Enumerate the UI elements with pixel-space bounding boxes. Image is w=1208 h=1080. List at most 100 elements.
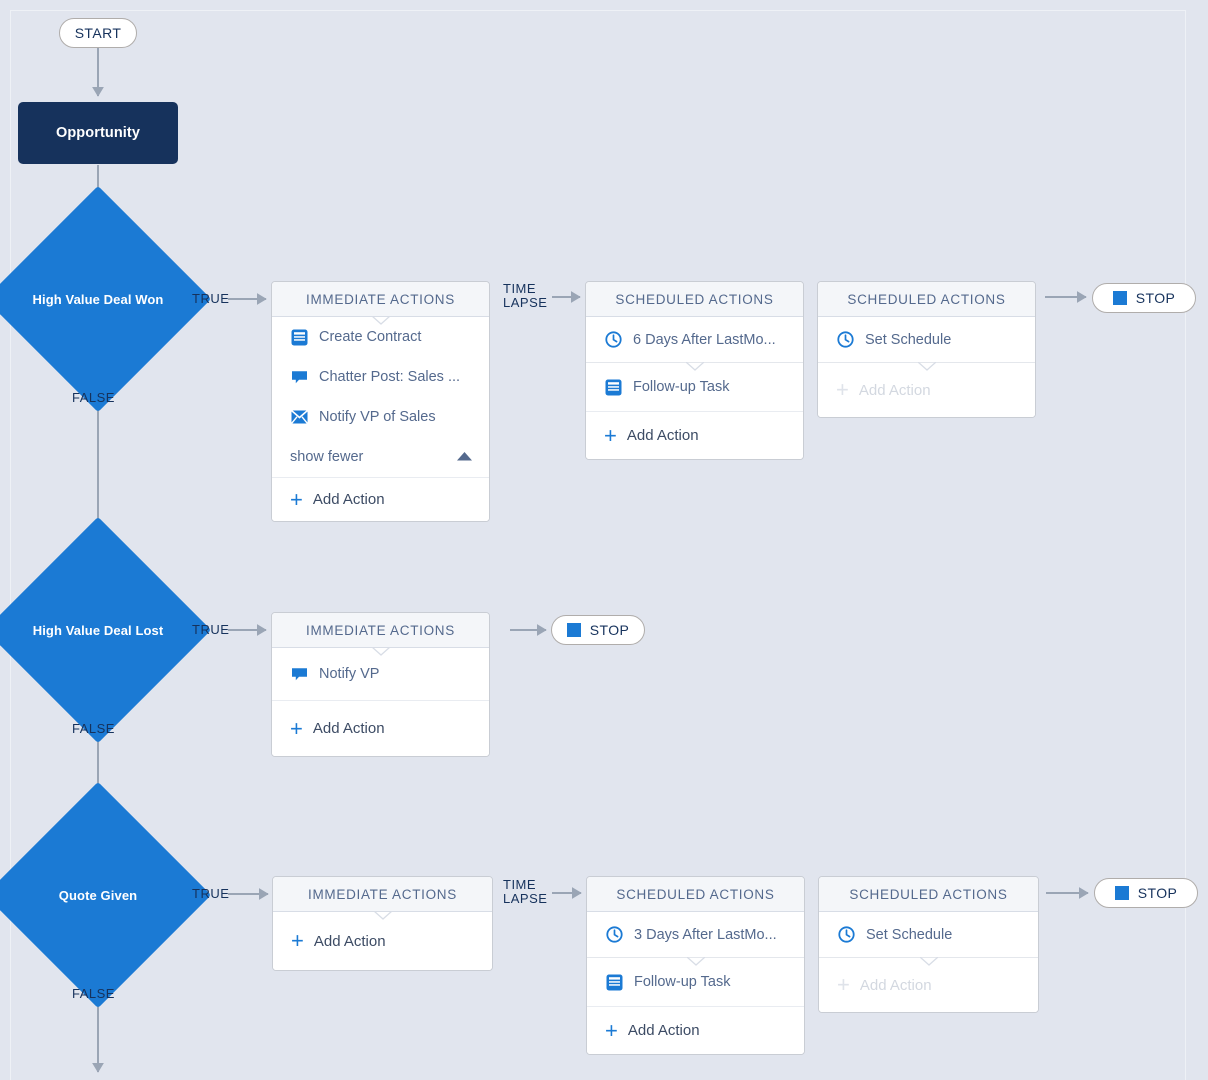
immediate-actions-card-2[interactable]: IMMEDIATE ACTIONS Notify VP + Add Action: [271, 612, 490, 757]
criteria-label: Quote Given: [58, 887, 138, 903]
card-header: SCHEDULED ACTIONS: [586, 282, 803, 317]
criteria-node-high-value-deal-won[interactable]: High Value Deal Won: [0, 185, 212, 413]
scheduled-actions-card-3a[interactable]: SCHEDULED ACTIONS 3 Days After LastMo...: [586, 876, 805, 1055]
schedule-row[interactable]: 6 Days After LastMo...: [586, 317, 803, 363]
stop-node-1[interactable]: STOP: [1092, 283, 1196, 313]
scheduled-actions-card-1a[interactable]: SCHEDULED ACTIONS 6 Days After LastMo...: [585, 281, 804, 460]
immediate-actions-card-3[interactable]: IMMEDIATE ACTIONS + Add Action: [272, 876, 493, 971]
stop-label: STOP: [589, 622, 630, 638]
action-label: Follow-up Task: [633, 379, 730, 395]
schedule-label: Set Schedule: [865, 331, 952, 348]
stop-square-icon: [1114, 886, 1129, 900]
schedule-row[interactable]: Set Schedule: [818, 317, 1035, 363]
plus-icon: +: [836, 377, 849, 402]
stop-square-icon: [1112, 291, 1127, 305]
action-row[interactable]: Chatter Post: Sales ...: [272, 357, 489, 397]
scheduled-actions-card-1b[interactable]: SCHEDULED ACTIONS Set Schedule + Add Act…: [817, 281, 1036, 418]
action-label: Create Contract: [319, 329, 422, 345]
start-label: START: [74, 25, 122, 41]
plus-icon: +: [290, 715, 303, 741]
action-label: Chatter Post: Sales ...: [319, 369, 461, 385]
add-action-label: Add Action: [312, 491, 385, 508]
action-label: Notify VP of Sales: [319, 409, 436, 425]
card-header: IMMEDIATE ACTIONS: [272, 613, 489, 648]
action-row[interactable]: Follow-up Task: [587, 957, 804, 1006]
email-icon: [290, 408, 308, 426]
card-body: 3 Days After LastMo... Follow-up Task: [587, 912, 804, 1054]
add-action-button[interactable]: + Add Action: [587, 1006, 804, 1054]
scheduled-actions-card-3b[interactable]: SCHEDULED ACTIONS Set Schedule + Add Act…: [818, 876, 1039, 1013]
action-row[interactable]: Notify VP: [272, 647, 489, 700]
add-action-label: Add Action: [312, 720, 385, 737]
plus-icon: +: [290, 486, 303, 512]
branch-true-label-3: TRUE: [192, 886, 230, 901]
add-action-button[interactable]: + Add Action: [272, 477, 489, 521]
card-header: SCHEDULED ACTIONS: [587, 877, 804, 912]
action-row[interactable]: Follow-up Task: [586, 362, 803, 411]
branch-true-label-2: TRUE: [192, 622, 230, 637]
object-node-opportunity[interactable]: Opportunity: [18, 102, 178, 164]
chatter-post-icon: [290, 368, 308, 386]
record-task-icon: [605, 973, 623, 991]
immediate-actions-card-1[interactable]: IMMEDIATE ACTIONS Create Contract: [271, 281, 490, 522]
record-task-icon: [290, 328, 308, 346]
connector-notch: [371, 316, 390, 325]
schedule-label: Set Schedule: [866, 926, 953, 943]
branch-true-label-1: TRUE: [192, 291, 230, 306]
add-action-button-disabled: + Add Action: [819, 957, 1038, 1012]
connector-notch: [919, 957, 938, 966]
action-label: Follow-up Task: [634, 974, 731, 990]
connector-notch: [917, 362, 936, 371]
card-body: Create Contract Chatter Post: Sales ...: [272, 316, 489, 521]
clock-icon: [605, 926, 623, 944]
card-header: SCHEDULED ACTIONS: [819, 877, 1038, 912]
card-body: 6 Days After LastMo... Follow-up Task: [586, 317, 803, 459]
connector-notch: [686, 957, 705, 966]
card-header: IMMEDIATE ACTIONS: [272, 282, 489, 317]
card-header: IMMEDIATE ACTIONS: [273, 877, 492, 912]
connector-notch: [373, 911, 392, 920]
chevron-up-icon: [457, 449, 472, 465]
clock-icon: [604, 331, 622, 349]
criteria-label: High Value Deal Lost: [32, 622, 164, 638]
branch-false-label-2: FALSE: [72, 721, 115, 736]
object-node-label: Opportunity: [55, 125, 141, 141]
add-action-button[interactable]: + Add Action: [272, 700, 489, 756]
plus-icon: +: [605, 1017, 618, 1043]
criteria-node-high-value-deal-lost[interactable]: High Value Deal Lost: [0, 516, 212, 744]
stop-node-2[interactable]: STOP: [551, 615, 645, 645]
clock-icon: [836, 331, 854, 349]
plus-icon: +: [291, 928, 304, 953]
branch-false-label-3: FALSE: [72, 986, 115, 1001]
schedule-row[interactable]: 3 Days After LastMo...: [587, 912, 804, 958]
stop-label: STOP: [1135, 290, 1176, 306]
action-row[interactable]: Create Contract: [272, 316, 489, 357]
show-fewer-label: show fewer: [290, 449, 364, 465]
criteria-node-quote-given[interactable]: Quote Given: [0, 781, 212, 1009]
card-header: SCHEDULED ACTIONS: [818, 282, 1035, 317]
criteria-label: High Value Deal Won: [32, 291, 164, 307]
schedule-row[interactable]: Set Schedule: [819, 912, 1038, 958]
card-body: Notify VP + Add Action: [272, 647, 489, 756]
action-label: Notify VP: [319, 666, 380, 682]
time-lapse-label-1: TIME LAPSE: [503, 281, 548, 310]
show-fewer-toggle[interactable]: show fewer: [272, 437, 489, 477]
chatter-post-icon: [290, 665, 308, 683]
clock-icon: [837, 926, 855, 944]
schedule-label: 6 Days After LastMo...: [633, 331, 776, 348]
add-action-label: Add Action: [626, 427, 699, 444]
connector-notch: [371, 647, 390, 656]
stop-square-icon: [566, 623, 581, 637]
add-action-button[interactable]: + Add Action: [586, 411, 803, 459]
card-body: Set Schedule + Add Action: [818, 317, 1035, 417]
start-node[interactable]: START: [59, 18, 137, 48]
time-lapse-label-3: TIME LAPSE: [503, 877, 548, 906]
add-action-button[interactable]: + Add Action: [273, 911, 492, 970]
stop-node-3[interactable]: STOP: [1094, 878, 1198, 908]
record-task-icon: [604, 378, 622, 396]
stop-label: STOP: [1137, 885, 1178, 901]
branch-false-label-1: FALSE: [72, 390, 115, 405]
action-row[interactable]: Notify VP of Sales: [272, 397, 489, 437]
